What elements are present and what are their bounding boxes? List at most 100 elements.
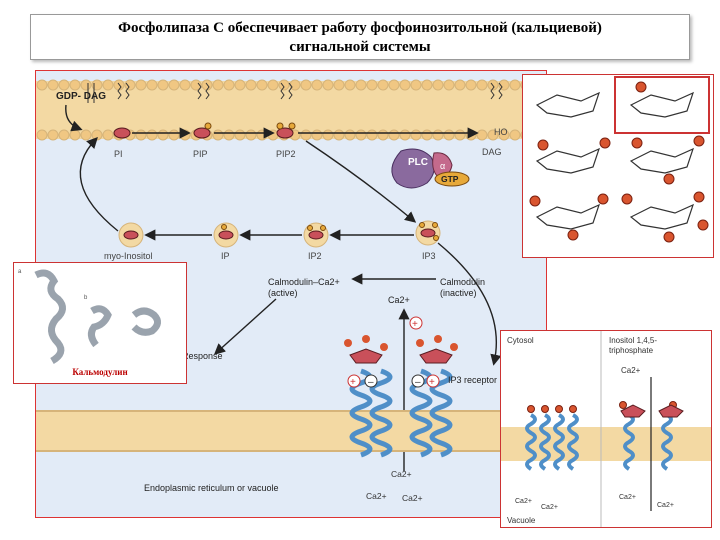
lipid-head	[399, 129, 411, 141]
lipid-head	[256, 129, 268, 141]
lipid-head	[234, 79, 246, 91]
lipid-head	[102, 129, 114, 141]
lipid-head	[454, 129, 466, 141]
lipid-head	[421, 79, 433, 91]
ip3-receptor-left	[344, 335, 393, 458]
lipid-head	[168, 79, 180, 91]
lipid-head	[476, 79, 488, 91]
lipid-head	[311, 129, 323, 141]
lipid-head	[47, 129, 59, 141]
lipid-head	[432, 129, 444, 141]
phosphate-dot	[276, 122, 284, 130]
ca2-top-label: Ca2+	[388, 295, 410, 305]
lipid-head	[366, 129, 378, 141]
inositol-structures	[529, 76, 710, 243]
lipid-head	[509, 79, 521, 91]
ip3-receptor-label: IP3 receptor	[448, 375, 497, 385]
lipid-head	[267, 79, 279, 91]
plc-label: PLC	[408, 157, 428, 168]
lipid-head	[36, 129, 48, 141]
pip-label: PIP	[193, 149, 208, 159]
alpha-label: α	[440, 161, 445, 171]
svg-text:–: –	[368, 377, 374, 388]
ca2-mid-label: Ca2+	[391, 469, 412, 479]
calmodulin-active-label: Calmodulin–Ca2+	[268, 277, 340, 287]
lipid-head	[58, 79, 70, 91]
calmodulin-inset: a b Кальмодулин	[13, 262, 187, 384]
lipid-head	[465, 129, 477, 141]
lipid-head	[465, 79, 477, 91]
title-line-2: сигнальной системы	[289, 39, 431, 55]
lipid-head	[58, 129, 70, 141]
lipid-head	[377, 79, 389, 91]
lipid-head	[135, 129, 147, 141]
svg-text:+: +	[429, 377, 435, 388]
active-label: (active)	[268, 288, 298, 298]
cytosol-label: Cytosol	[507, 336, 534, 345]
pip-inositol-ring	[193, 127, 211, 139]
lipid-head	[47, 79, 59, 91]
membrane-lipids	[87, 82, 503, 139]
lipid-head	[146, 129, 158, 141]
title-line-1: Фосфолипаза С обеспечивает работу фосфои…	[118, 20, 602, 36]
lipid-head	[509, 129, 521, 141]
plc-enzyme-complex: PLC α GTP	[391, 148, 470, 189]
lipid-head	[179, 129, 191, 141]
lipid-head	[91, 129, 103, 141]
svg-text:–: –	[415, 377, 421, 388]
vacuole-label: Vacuole	[507, 516, 536, 525]
lipid-head	[388, 79, 400, 91]
lipid-head	[300, 129, 312, 141]
ca2-low-left-label: Ca2+	[366, 491, 387, 501]
inositol-structures-inset	[522, 74, 714, 258]
ca2-inset-low-4: Ca2+	[657, 502, 674, 509]
inositol-phosphates-row	[118, 220, 441, 248]
lipid-head	[267, 129, 279, 141]
lipid-head	[80, 129, 92, 141]
lipid-head	[443, 79, 455, 91]
lipid-head	[289, 79, 301, 91]
ca2-low-right-label: Ca2+	[402, 493, 423, 503]
lipid-head	[146, 79, 158, 91]
lipid-head	[300, 79, 312, 91]
ca2-inset-low-1: Ca2+	[515, 498, 532, 505]
lipid-head	[212, 129, 224, 141]
lipid-head	[245, 129, 257, 141]
lipid-head	[190, 79, 202, 91]
lipid-head	[410, 129, 422, 141]
pi-label: PI	[114, 149, 123, 159]
ip2-label: IP2	[308, 251, 322, 261]
lipid-head	[388, 129, 400, 141]
phosphate-dot	[204, 122, 212, 130]
phosphate-dot	[288, 122, 296, 130]
lipid-head	[36, 79, 48, 91]
svg-text:a: a	[18, 269, 22, 275]
lipid-head	[399, 79, 411, 91]
lipid-head	[311, 79, 323, 91]
svg-text:b: b	[84, 295, 88, 301]
response-label: Response	[182, 351, 223, 361]
svg-text:+: +	[412, 319, 418, 330]
lipid-head	[410, 79, 422, 91]
triphosphate-label: triphosphate	[609, 346, 654, 355]
lipid-head	[454, 79, 466, 91]
lipid-head	[344, 129, 356, 141]
lipid-head	[124, 79, 136, 91]
lipid-head	[69, 79, 81, 91]
lipid-head	[157, 79, 169, 91]
lipid-head	[245, 79, 257, 91]
lipid-head	[344, 79, 356, 91]
lipid-head	[168, 129, 180, 141]
charge-markers: + + + – –	[347, 316, 440, 388]
lipid-head	[333, 129, 345, 141]
calmodulin-inactive-label: Calmodulin	[440, 277, 485, 287]
myo-inositol-label: myo-Inositol	[104, 251, 153, 261]
lipid-head	[223, 79, 235, 91]
calmodulin-label: Кальмодулин	[72, 367, 128, 377]
er-label: Endoplasmic reticulum or vacuole	[144, 483, 279, 493]
lipid-head	[366, 79, 378, 91]
lipid-head	[498, 129, 510, 141]
gtp-label: GTP	[441, 174, 459, 184]
lipid-head	[80, 79, 92, 91]
lipid-head	[212, 79, 224, 91]
